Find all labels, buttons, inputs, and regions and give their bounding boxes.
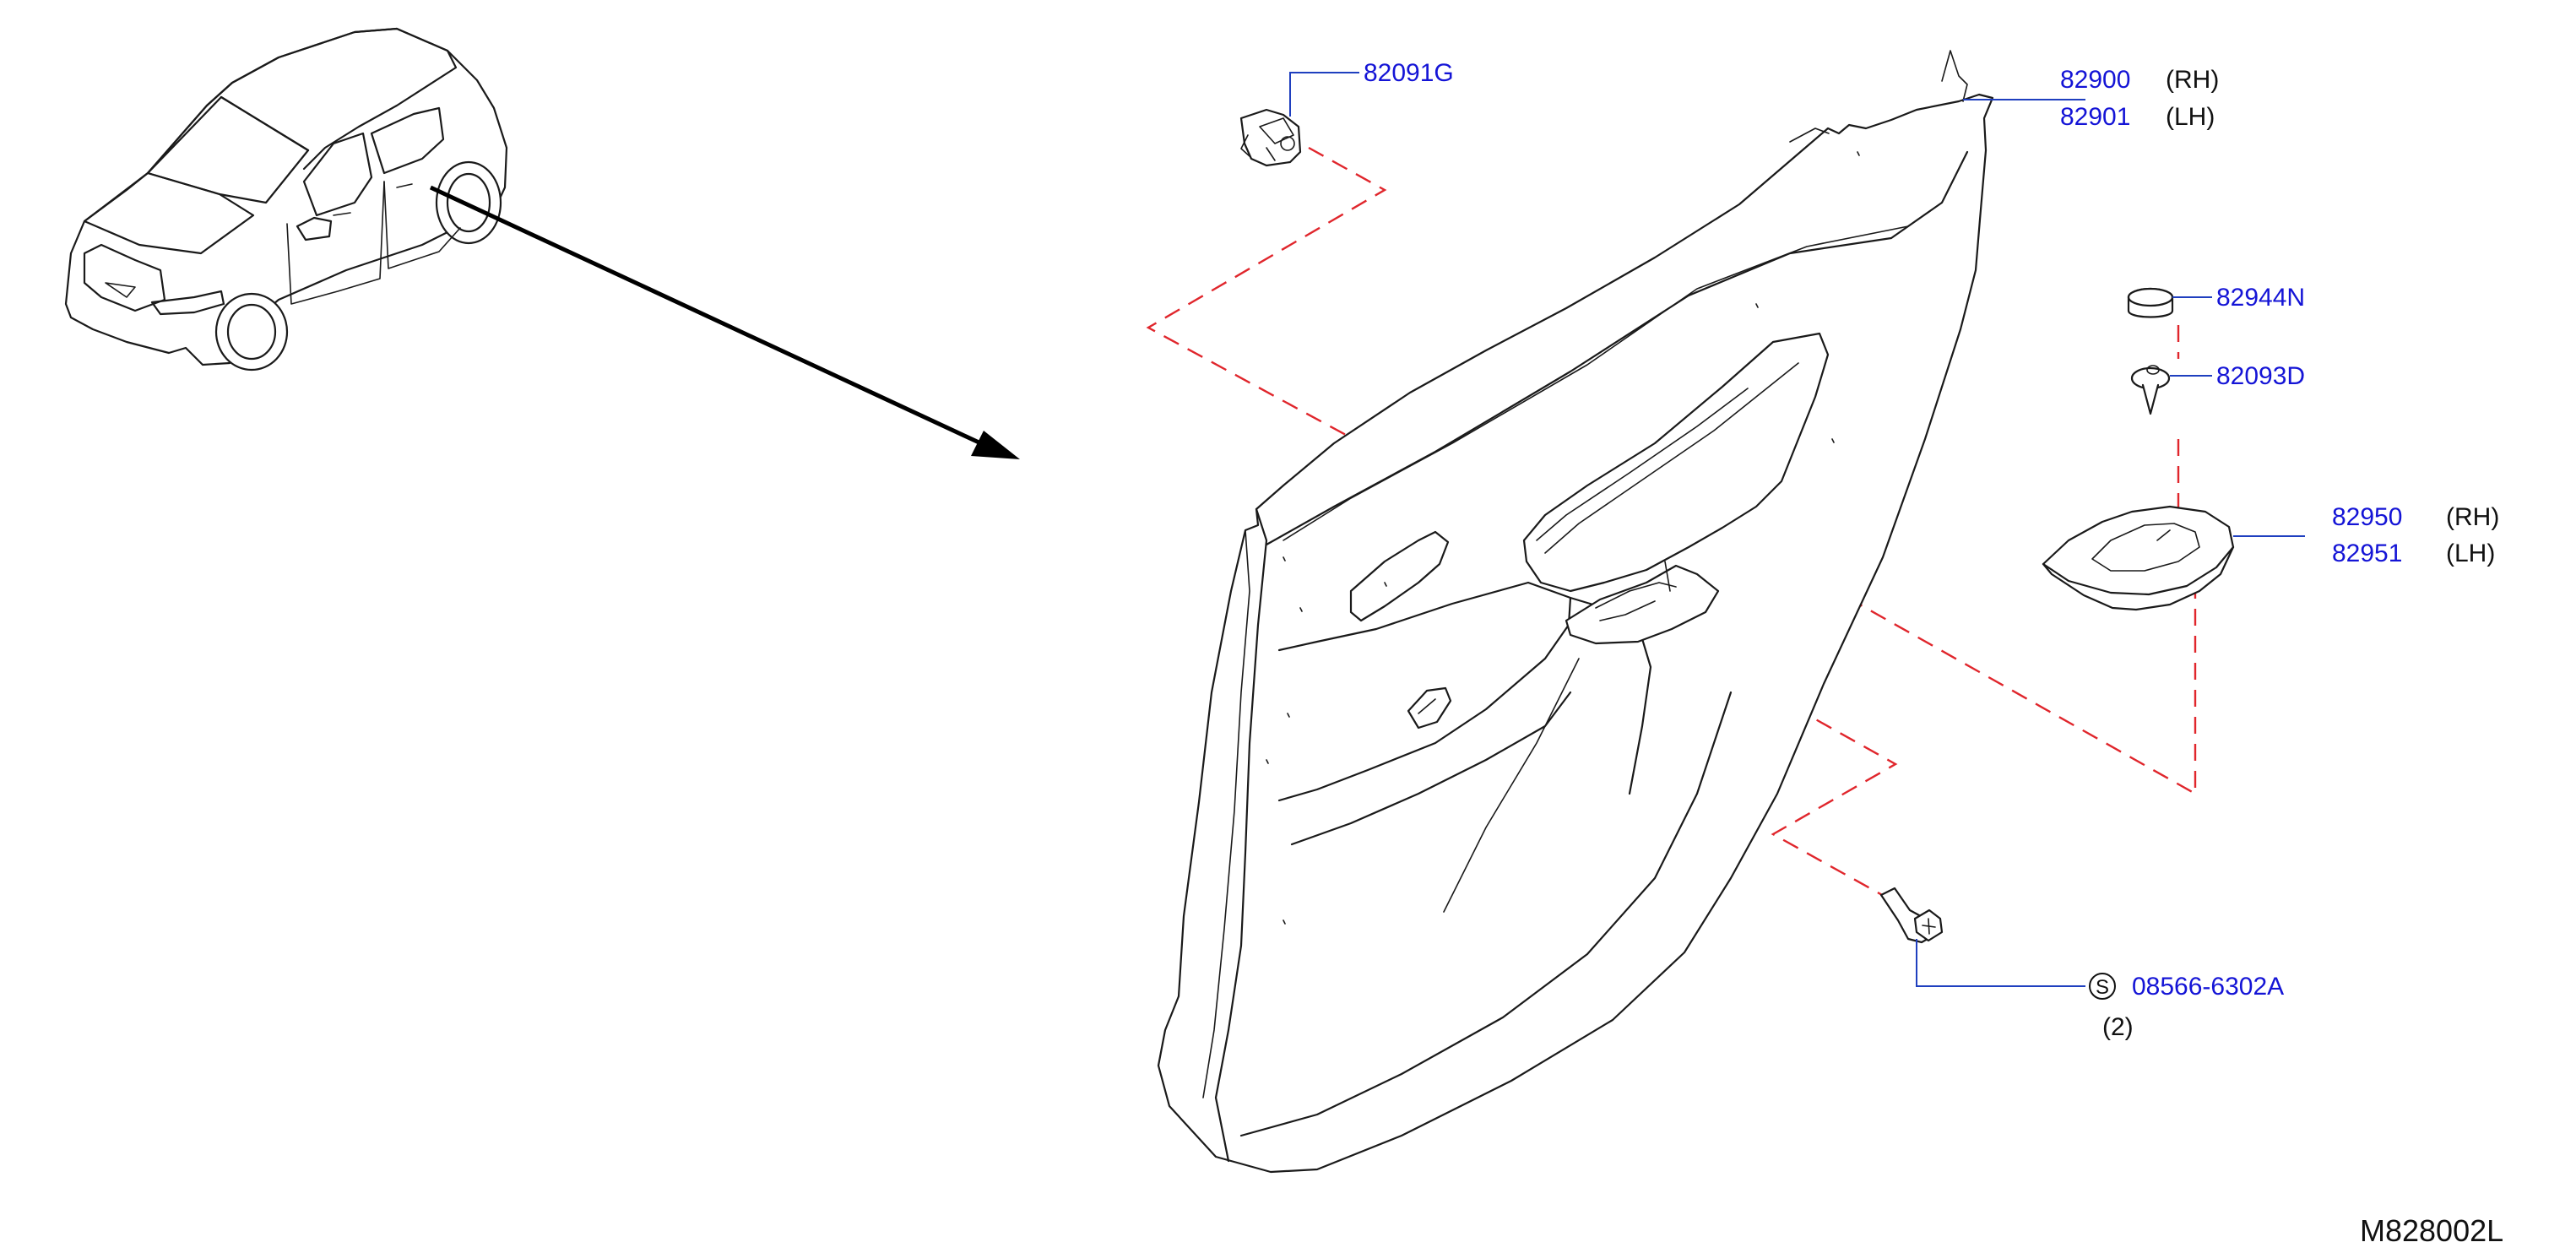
screw-08566-6302a-illustration bbox=[1879, 887, 1944, 944]
cap-82944n-illustration bbox=[2127, 287, 2174, 318]
diagram-code: M828002L bbox=[2360, 1213, 2503, 1248]
screw-symbol-circle bbox=[2089, 973, 2116, 1000]
leader-lines bbox=[1289, 72, 2305, 987]
side-label-rh: (RH) bbox=[2446, 503, 2499, 531]
side-label-lh: (LH) bbox=[2166, 103, 2215, 131]
part-number-82091g[interactable]: 82091G bbox=[1364, 59, 1454, 87]
screw-symbol: S bbox=[2096, 976, 2109, 999]
part-number-82944n[interactable]: 82944N bbox=[2216, 284, 2305, 312]
screw-quantity: (2) bbox=[2102, 1013, 2134, 1041]
door-trim-panel bbox=[1157, 50, 1994, 1174]
vehicle-overview-illustration bbox=[64, 27, 1020, 459]
part-number-82093d[interactable]: 82093D bbox=[2216, 362, 2305, 390]
pull-handle-82950-illustration bbox=[2042, 505, 2235, 611]
part-number-82900[interactable]: 82900 bbox=[2060, 66, 2130, 94]
part-number-82950[interactable]: 82950 bbox=[2332, 503, 2402, 531]
part-number-08566-6302a[interactable]: 08566-6302A bbox=[2132, 973, 2284, 1001]
clip-82093d-illustration bbox=[2130, 365, 2171, 415]
side-label-lh: (LH) bbox=[2446, 540, 2495, 567]
part-number-82901[interactable]: 82901 bbox=[2060, 103, 2130, 131]
side-label-rh: (RH) bbox=[2166, 66, 2219, 94]
part-number-82951[interactable]: 82951 bbox=[2332, 540, 2402, 567]
clip-82091g-illustration bbox=[1239, 108, 1302, 167]
